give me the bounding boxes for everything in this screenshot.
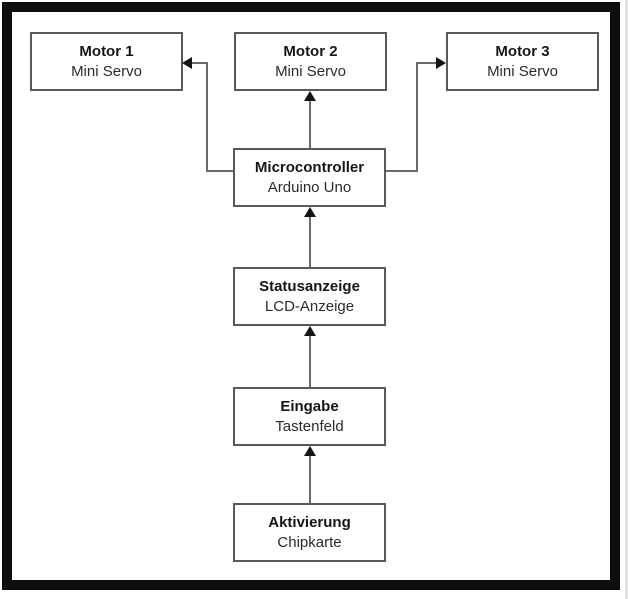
arrowhead-up-icon xyxy=(304,326,316,336)
edge-microcontroller-to-motor1-segment xyxy=(206,170,234,172)
node-motor3-subtitle: Mini Servo xyxy=(487,63,558,80)
outer-frame xyxy=(2,2,620,590)
arrowhead-up-icon xyxy=(304,91,316,101)
edge-microcontroller-to-motor3-segment xyxy=(385,170,418,172)
edge-microcontroller-to-motor1-segment xyxy=(206,62,208,172)
edge-aktivierung-to-eingabe-line xyxy=(309,454,311,504)
node-motor1: Motor 1 Mini Servo xyxy=(30,32,183,91)
node-microcontroller: Microcontroller Arduino Uno xyxy=(233,148,386,207)
arrowhead-up-icon xyxy=(304,207,316,217)
edge-statusanzeige-to-microcontroller-line xyxy=(309,215,311,268)
node-aktivierung: Aktivierung Chipkarte xyxy=(233,503,386,562)
arrowhead-up-icon xyxy=(304,446,316,456)
node-microcontroller-subtitle: Arduino Uno xyxy=(267,179,352,196)
node-motor3-title: Motor 3 xyxy=(495,43,550,60)
node-statusanzeige: Statusanzeige LCD-Anzeige xyxy=(233,267,386,326)
edge-eingabe-to-statusanzeige-line xyxy=(309,334,311,388)
edge-microcontroller-to-motor3-segment xyxy=(416,62,437,64)
node-motor2-subtitle: Mini Servo xyxy=(275,63,346,80)
node-motor3: Motor 3 Mini Servo xyxy=(446,32,599,91)
node-motor2-title: Motor 2 xyxy=(283,43,338,60)
node-aktivierung-subtitle: Chipkarte xyxy=(277,534,342,551)
node-aktivierung-title: Aktivierung xyxy=(268,514,351,531)
node-eingabe-subtitle: Tastenfeld xyxy=(275,418,344,435)
edge-microcontroller-to-motor1-segment xyxy=(191,62,208,64)
edge-microcontroller-to-motor3-segment xyxy=(416,62,418,172)
edge-microcontroller-to-motor2-line xyxy=(309,99,311,149)
node-microcontroller-title: Microcontroller xyxy=(254,159,365,176)
node-eingabe: Eingabe Tastenfeld xyxy=(233,387,386,446)
arrowhead-left-icon xyxy=(182,57,192,69)
node-motor1-subtitle: Mini Servo xyxy=(71,63,142,80)
node-motor1-title: Motor 1 xyxy=(79,43,134,60)
node-statusanzeige-title: Statusanzeige xyxy=(259,278,360,295)
arrowhead-right-icon xyxy=(436,57,446,69)
node-motor2: Motor 2 Mini Servo xyxy=(234,32,387,91)
node-statusanzeige-subtitle: LCD-Anzeige xyxy=(264,298,355,315)
node-eingabe-title: Eingabe xyxy=(280,398,339,415)
